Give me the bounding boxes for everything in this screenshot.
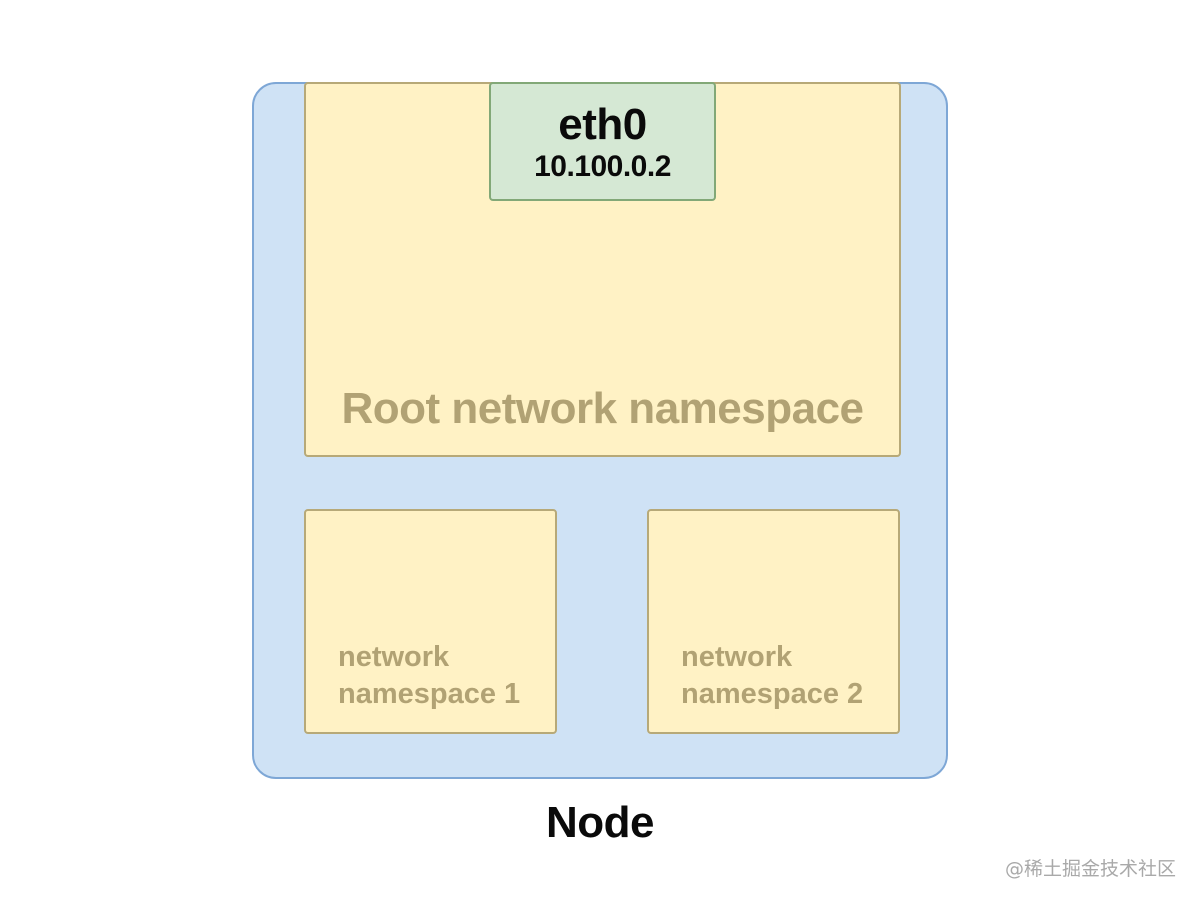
interface-ip: 10.100.0.2 — [534, 150, 671, 183]
watermark: @稀土掘金技术社区 — [1004, 858, 1176, 880]
interface-name: eth0 — [558, 100, 647, 149]
node-label: Node — [546, 798, 655, 847]
namespace-2-label: network namespace 2 — [681, 639, 863, 713]
namespace-2-label-line2: namespace 2 — [681, 678, 864, 710]
namespace-1-label-line2: namespace 1 — [338, 678, 521, 710]
namespace-1-label-line1: network — [338, 641, 450, 673]
eth0-interface: eth0 10.100.0.2 — [489, 82, 716, 201]
namespace-2-label-line1: network — [681, 641, 793, 673]
network-namespace-2: network namespace 2 — [647, 509, 900, 734]
root-namespace-label: Root network namespace — [341, 384, 864, 433]
namespace-1-label: network namespace 1 — [338, 639, 520, 713]
network-namespace-1: network namespace 1 — [304, 509, 557, 734]
